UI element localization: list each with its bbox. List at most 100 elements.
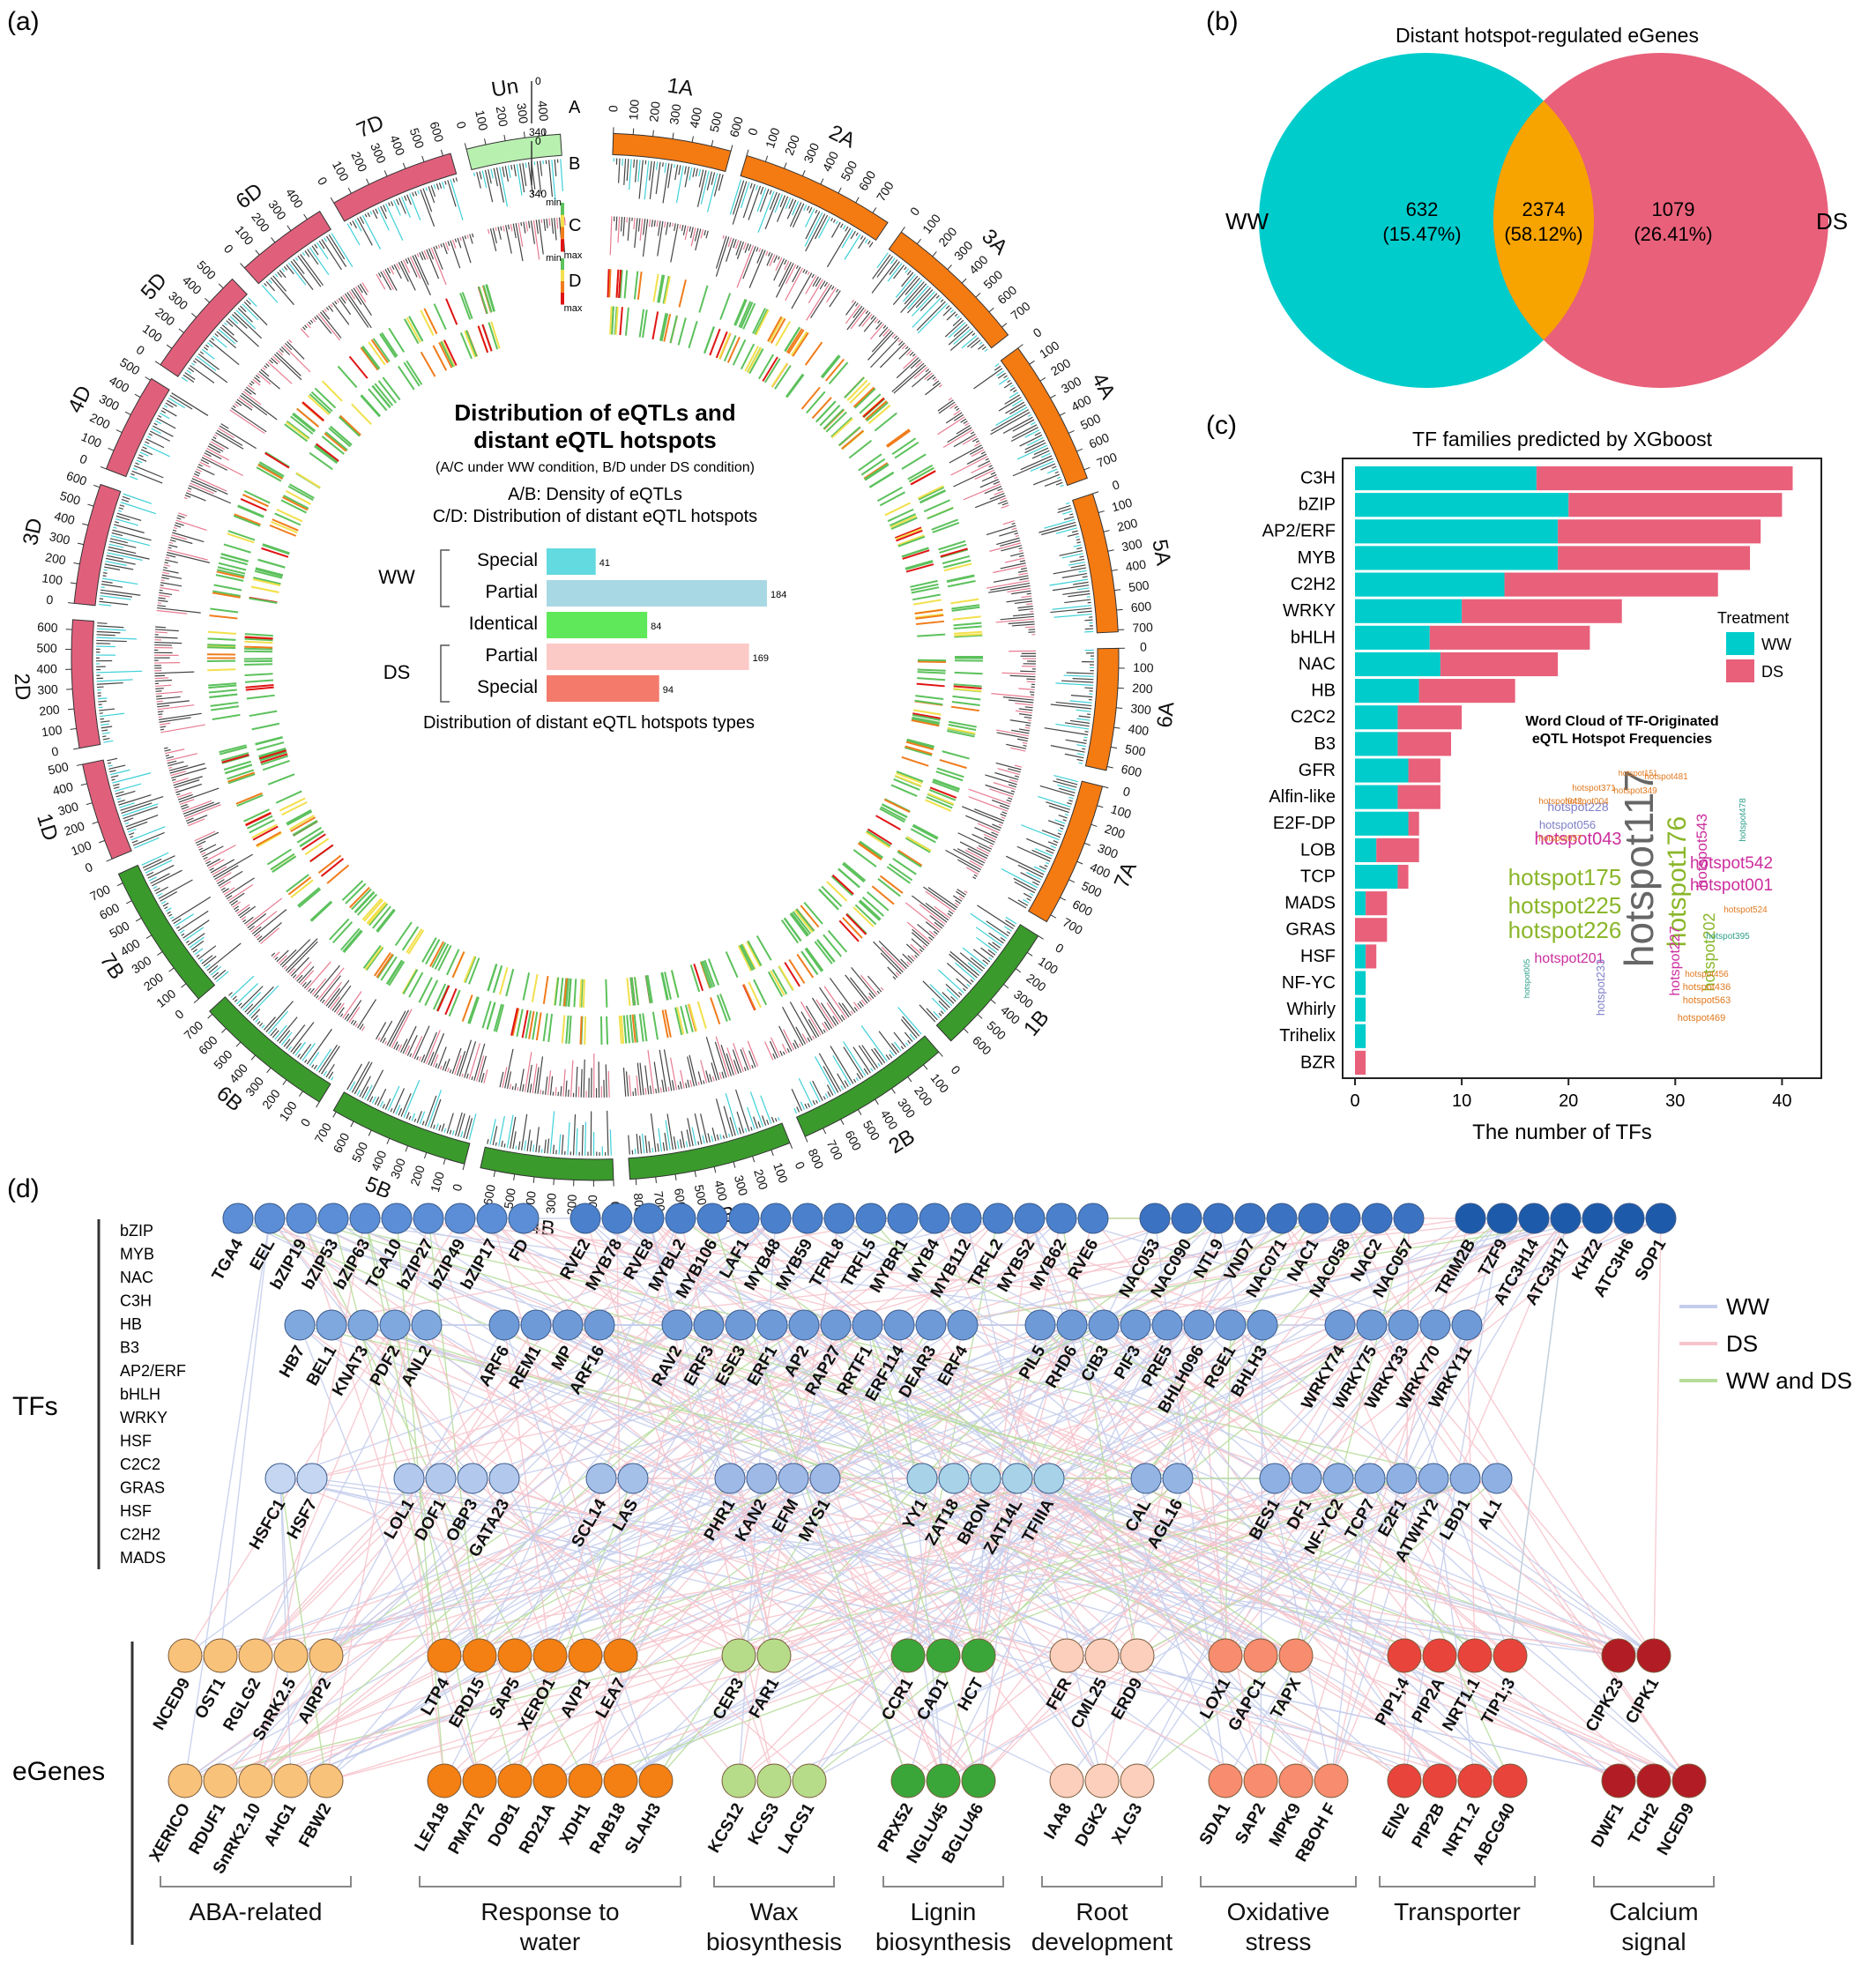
egene-node-circle[interactable]	[1314, 1764, 1348, 1798]
tf-node-circle[interactable]	[884, 1310, 914, 1340]
tf-node-circle[interactable]	[1235, 1203, 1265, 1233]
tf-node-circle[interactable]	[1450, 1463, 1480, 1493]
tf-node-circle[interactable]	[1203, 1203, 1233, 1233]
egene-node-kcs12[interactable]: KCS12	[705, 1764, 756, 1857]
egene-node-circle[interactable]	[1120, 1764, 1154, 1798]
tf-node-tga4[interactable]: TGA4	[209, 1203, 253, 1284]
tf-node-circle[interactable]	[856, 1203, 886, 1233]
tf-node-circle[interactable]	[983, 1203, 1013, 1233]
egene-node-circle[interactable]	[1493, 1764, 1527, 1798]
tf-node-circle[interactable]	[1015, 1203, 1045, 1233]
tf-node-circle[interactable]	[888, 1203, 918, 1233]
tf-node-circle[interactable]	[477, 1203, 507, 1233]
egene-node-circle[interactable]	[533, 1764, 567, 1798]
egene-node-circle[interactable]	[168, 1764, 202, 1798]
tf-node-circle[interactable]	[1172, 1203, 1202, 1233]
tf-node-circle[interactable]	[757, 1310, 787, 1340]
tf-node-circle[interactable]	[348, 1310, 378, 1340]
egene-node-circle[interactable]	[1120, 1639, 1154, 1672]
egene-node-circle[interactable]	[1493, 1639, 1527, 1672]
egene-node-circle[interactable]	[1388, 1764, 1421, 1798]
tf-node-circle[interactable]	[1078, 1203, 1108, 1233]
egene-node-circle[interactable]	[428, 1639, 461, 1672]
tf-node-circle[interactable]	[1046, 1203, 1076, 1233]
tf-node-circle[interactable]	[1216, 1310, 1246, 1340]
tf-node-circle[interactable]	[1330, 1203, 1360, 1233]
egene-node-circle[interactable]	[1423, 1639, 1456, 1672]
egene-node-circle[interactable]	[274, 1639, 308, 1672]
egene-node-fer[interactable]: FER	[1043, 1639, 1083, 1713]
tf-node-circle[interactable]	[1260, 1463, 1290, 1493]
tf-node-circle[interactable]	[223, 1203, 253, 1233]
tf-node-circle[interactable]	[1120, 1310, 1150, 1340]
tf-node-circle[interactable]	[1551, 1203, 1581, 1233]
egene-node-circle[interactable]	[1637, 1764, 1671, 1798]
egene-node-circle[interactable]	[1602, 1639, 1635, 1672]
egene-node-circle[interactable]	[757, 1764, 791, 1798]
tf-node-circle[interactable]	[694, 1310, 724, 1340]
tf-node-circle[interactable]	[458, 1463, 488, 1493]
egene-node-circle[interactable]	[239, 1764, 272, 1798]
tf-node-circle[interactable]	[907, 1463, 937, 1493]
egene-node-circle[interactable]	[204, 1764, 237, 1798]
tf-node-circle[interactable]	[1292, 1463, 1321, 1493]
tf-node-circle[interactable]	[255, 1203, 285, 1233]
tf-node-circle[interactable]	[1455, 1203, 1485, 1233]
egene-node-circle[interactable]	[1244, 1764, 1277, 1798]
tf-node-circle[interactable]	[1325, 1310, 1355, 1340]
tf-node-circle[interactable]	[1323, 1463, 1353, 1493]
tf-node-circle[interactable]	[394, 1463, 424, 1493]
tf-node-circle[interactable]	[666, 1203, 696, 1233]
tf-node-circle[interactable]	[602, 1203, 632, 1233]
tf-node-circle[interactable]	[1482, 1463, 1512, 1493]
tf-node-circle[interactable]	[1646, 1203, 1676, 1233]
tf-node-circle[interactable]	[1614, 1203, 1644, 1233]
tf-node-circle[interactable]	[662, 1310, 692, 1340]
tf-node-circle[interactable]	[1519, 1203, 1549, 1233]
tf-node-circle[interactable]	[1582, 1203, 1612, 1233]
egene-node-circle[interactable]	[891, 1764, 925, 1798]
tf-node-circle[interactable]	[1418, 1463, 1448, 1493]
egene-node-circle[interactable]	[1602, 1764, 1635, 1798]
egene-node-circle[interactable]	[1085, 1764, 1119, 1798]
egene-node-circle[interactable]	[604, 1764, 637, 1798]
egene-node-circle[interactable]	[927, 1639, 960, 1672]
egene-node-circle[interactable]	[1458, 1764, 1492, 1798]
tf-node-circle[interactable]	[1034, 1463, 1064, 1493]
egene-node-circle[interactable]	[962, 1764, 995, 1798]
tf-node-circle[interactable]	[939, 1463, 969, 1493]
egene-node-circle[interactable]	[891, 1639, 925, 1672]
tf-node-circle[interactable]	[489, 1463, 519, 1493]
tf-node-circle[interactable]	[852, 1310, 882, 1340]
tf-node-circle[interactable]	[1131, 1463, 1161, 1493]
egene-node-circle[interactable]	[569, 1639, 602, 1672]
tf-node-circle[interactable]	[821, 1310, 851, 1340]
tf-node-circle[interactable]	[570, 1203, 600, 1233]
tf-node-circle[interactable]	[951, 1203, 981, 1233]
egene-node-circle[interactable]	[1279, 1764, 1313, 1798]
egene-node-circle[interactable]	[204, 1639, 237, 1672]
tf-node-circle[interactable]	[1184, 1310, 1214, 1340]
tf-node-circle[interactable]	[810, 1463, 840, 1493]
tf-node-circle[interactable]	[316, 1310, 346, 1340]
tf-node-circle[interactable]	[789, 1310, 819, 1340]
tf-node-circle[interactable]	[715, 1463, 745, 1493]
tf-node-circle[interactable]	[1152, 1310, 1182, 1340]
tf-node-circle[interactable]	[948, 1310, 978, 1340]
egene-node-circle[interactable]	[428, 1764, 461, 1798]
egene-node-circle[interactable]	[1050, 1639, 1083, 1672]
tf-node-circle[interactable]	[697, 1203, 727, 1233]
tf-node-circle[interactable]	[1362, 1203, 1392, 1233]
tf-node-circle[interactable]	[297, 1463, 327, 1493]
tf-node-circle[interactable]	[971, 1463, 1001, 1493]
tf-node-circle[interactable]	[380, 1310, 410, 1340]
tf-node-hsfc1[interactable]: HSFC1	[246, 1463, 295, 1552]
tf-node-circle[interactable]	[747, 1463, 777, 1493]
tf-node-circle[interactable]	[445, 1203, 475, 1233]
tf-node-circle[interactable]	[1387, 1463, 1417, 1493]
tf-node-circle[interactable]	[761, 1203, 791, 1233]
tf-node-circle[interactable]	[350, 1203, 380, 1233]
tf-node-circle[interactable]	[1267, 1203, 1297, 1233]
egene-node-circle[interactable]	[239, 1639, 272, 1672]
tf-node-circle[interactable]	[413, 1203, 443, 1233]
